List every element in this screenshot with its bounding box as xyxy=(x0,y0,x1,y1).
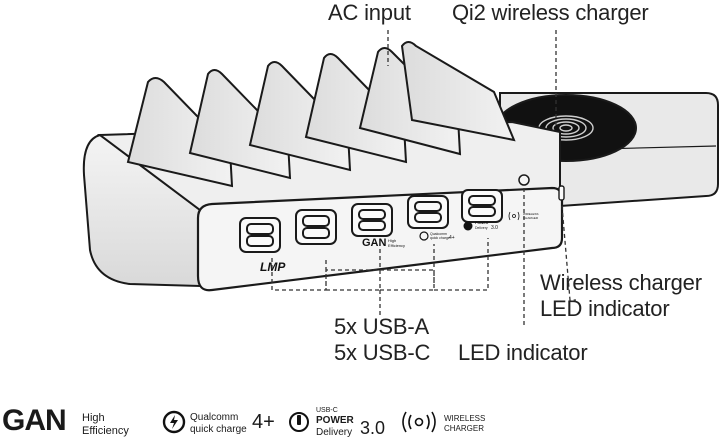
wireless-led-indicator xyxy=(558,185,565,201)
callout-usb-ports: 5x USB-A 5x USB-C xyxy=(334,314,430,366)
front-led-indicator xyxy=(518,174,530,186)
front-wl-line1: WIRELESS xyxy=(523,212,539,216)
callout-wireless-charger-led: Wireless charger LED indicator xyxy=(540,270,702,322)
front-qc-line2: quick charge xyxy=(430,236,450,240)
wireless-signal-icon xyxy=(402,411,436,433)
front-qc-version: 4+ xyxy=(449,235,455,241)
leader-wireless-led xyxy=(561,205,576,301)
front-pd-line2: Delivery xyxy=(475,226,488,230)
usb-ports xyxy=(239,189,503,253)
usb-port-5 xyxy=(461,189,503,223)
quick-charge-icon xyxy=(162,410,186,434)
front-gan-sub2: Efficiency xyxy=(388,243,405,248)
pd-logo-line1: POWER xyxy=(316,415,354,426)
wl-logo-line1: WIRELESS xyxy=(444,414,486,423)
callout-led-indicator: LED indicator xyxy=(458,340,588,365)
front-panel-labels: LMP GAN High Efficiency Qualcomm quick c… xyxy=(260,211,539,274)
front-gan-logo: GAN xyxy=(362,237,387,249)
leader-ports xyxy=(271,238,489,316)
qc-logo-version: 4+ xyxy=(252,411,275,433)
pd-logo-line2: Delivery xyxy=(316,427,353,438)
qualcomm-quick-charge-logo: Qualcomm quick charge 4+ xyxy=(160,398,276,444)
front-gan-sub1: High xyxy=(388,238,396,243)
gan-logo-sub1: High xyxy=(82,412,105,424)
front-pd-version: 3.0 xyxy=(491,225,498,231)
gan-logo-sub2: Efficiency xyxy=(82,425,129,437)
front-wireless-icon xyxy=(508,211,520,221)
usb-power-delivery-logo: USB-C POWER Delivery 3.0 xyxy=(286,398,388,444)
power-delivery-icon xyxy=(289,412,309,432)
front-wl-line2: CHARGER xyxy=(523,216,539,220)
wireless-charger-logo: WIRELESS CHARGER xyxy=(398,398,498,444)
pd-logo-line0: USB-C xyxy=(316,407,338,414)
front-qc-line1: Qualcomm xyxy=(430,232,447,236)
qc-logo-line1: Qualcomm xyxy=(190,412,239,423)
callout-wireless-led-line1: Wireless charger xyxy=(540,270,702,295)
callout-qi2-wireless-charger: Qi2 wireless charger xyxy=(452,0,649,25)
callout-ac-input: AC input xyxy=(328,0,411,25)
qc-logo-line2: quick charge xyxy=(190,424,247,435)
usb-port-1 xyxy=(239,217,281,253)
device-dividers xyxy=(126,41,516,188)
certification-logo-bar: GAN High Efficiency Qualcomm quick charg… xyxy=(0,398,720,444)
callout-usb-a: 5x USB-A xyxy=(334,314,429,339)
callout-usb-c: 5x USB-C xyxy=(334,340,431,365)
gan-logo: GAN High Efficiency xyxy=(0,398,140,444)
lmp-brand-mark: LMP xyxy=(260,260,286,274)
usb-port-2 xyxy=(295,209,337,245)
callout-wireless-led-line2: LED indicator xyxy=(540,296,670,321)
gan-logo-text: GAN xyxy=(2,404,67,437)
wl-logo-line2: CHARGER xyxy=(444,424,485,433)
usb-port-4 xyxy=(407,195,449,229)
front-pd-line1: POWER xyxy=(475,221,489,225)
leader-lines xyxy=(271,30,576,328)
usb-port-3 xyxy=(351,203,393,237)
pd-logo-version: 3.0 xyxy=(360,418,386,438)
